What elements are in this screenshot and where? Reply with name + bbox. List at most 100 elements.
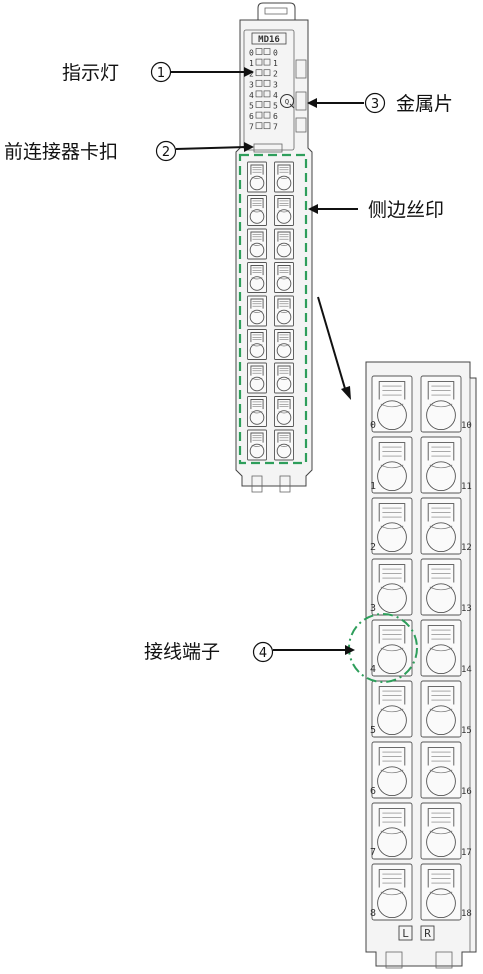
terminal-number-left: 5 bbox=[370, 725, 376, 736]
bottom-mark-l: L bbox=[402, 927, 409, 940]
terminal-number-left: 3 bbox=[370, 603, 376, 614]
callout-metal-sheet-label: 金属片 bbox=[396, 93, 453, 115]
terminal-cell bbox=[247, 161, 267, 193]
led-left-label: 1 bbox=[249, 59, 254, 68]
terminal-cell bbox=[247, 228, 267, 260]
led-square bbox=[255, 69, 263, 77]
terminal-number-right: 10 bbox=[461, 421, 472, 431]
terminal-number-right: 16 bbox=[461, 787, 472, 797]
terminal-number-right: 14 bbox=[461, 665, 472, 675]
terminal-cell bbox=[274, 262, 294, 293]
led-square bbox=[263, 101, 271, 108]
terminal-cell bbox=[247, 362, 267, 394]
terminal-number-left: 2 bbox=[370, 542, 376, 553]
terminal-cell bbox=[420, 558, 462, 616]
terminal-cell bbox=[247, 396, 267, 427]
terminal-cell bbox=[371, 863, 413, 921]
led-left-label: 3 bbox=[249, 80, 254, 89]
terminal-cell bbox=[371, 436, 413, 494]
terminal-cell bbox=[420, 680, 462, 738]
terminal-cell bbox=[274, 329, 294, 360]
terminal-cell bbox=[371, 375, 413, 433]
led-square bbox=[255, 90, 263, 98]
led-square bbox=[255, 101, 263, 108]
callout-front-clip: 前连接器卡扣 2 bbox=[4, 140, 254, 163]
terminal-cell bbox=[274, 362, 294, 394]
led-right-label: 2 bbox=[273, 70, 278, 79]
terminal-number-right: 15 bbox=[461, 726, 472, 736]
led-right-label: 4 bbox=[273, 91, 278, 100]
led-left-label: 5 bbox=[249, 102, 254, 111]
callout-metal-sheet-number: 3 bbox=[371, 97, 379, 112]
terminal-number-right: 12 bbox=[461, 543, 472, 553]
terminal-cell bbox=[371, 680, 413, 738]
terminal-number-right: 18 bbox=[461, 909, 472, 919]
terminal-cell bbox=[274, 228, 294, 260]
callout-terminal-label: 接线端子 bbox=[144, 641, 220, 663]
callout-side-print-label: 侧边丝印 bbox=[368, 199, 444, 221]
led-right-label: 1 bbox=[273, 59, 278, 68]
terminal-cell bbox=[247, 195, 267, 226]
terminal-number-left: 1 bbox=[370, 481, 376, 492]
terminal-cell bbox=[420, 436, 462, 494]
led-square bbox=[263, 58, 271, 66]
terminal-cell bbox=[420, 802, 462, 860]
led-right-label: 3 bbox=[273, 80, 278, 89]
terminal-cell bbox=[274, 195, 294, 226]
led-square bbox=[263, 69, 271, 77]
led-square bbox=[255, 122, 263, 130]
led-square bbox=[263, 90, 271, 98]
led-left-label: 6 bbox=[249, 112, 254, 121]
callout-front-clip-number: 2 bbox=[162, 145, 170, 160]
terminal-cell bbox=[274, 429, 294, 461]
zoom-arrow bbox=[317, 296, 351, 400]
terminal-cell bbox=[274, 161, 294, 193]
terminal-number-right: 11 bbox=[461, 482, 472, 492]
led-square bbox=[255, 48, 263, 55]
terminal-cell bbox=[420, 741, 462, 799]
terminal-number-left: 4 bbox=[370, 664, 376, 675]
terminal-number-right: 17 bbox=[461, 848, 472, 858]
led-right-label: 0 bbox=[273, 49, 278, 58]
terminal-number-right: 13 bbox=[461, 604, 472, 614]
terminal-cell bbox=[247, 429, 267, 461]
led-left-label: 7 bbox=[249, 123, 254, 132]
led-right-label: 7 bbox=[273, 123, 278, 132]
led-left-label: 2 bbox=[249, 70, 254, 79]
terminal-cell bbox=[420, 863, 462, 921]
callout-indicator: 指示灯 1 bbox=[62, 61, 254, 84]
led-left-label: 4 bbox=[249, 91, 254, 100]
led-right-label: 6 bbox=[273, 112, 278, 121]
terminal-cell bbox=[371, 558, 413, 616]
led-square bbox=[255, 111, 263, 119]
callout-metal-sheet: 3 金属片 bbox=[307, 92, 453, 115]
led-square bbox=[263, 111, 271, 119]
terminal-number-left: 0 bbox=[370, 420, 376, 431]
terminal-cell bbox=[371, 619, 413, 677]
callout-front-clip-label: 前连接器卡扣 bbox=[4, 141, 118, 163]
terminal-cell bbox=[247, 295, 267, 327]
side-print-highlight bbox=[238, 153, 308, 465]
callout-terminal: 接线端子 4 bbox=[144, 641, 355, 663]
callout-terminal-number: 4 bbox=[259, 646, 267, 661]
led-left-label: 0 bbox=[249, 49, 254, 58]
terminal-cell bbox=[371, 741, 413, 799]
metal-q-mark: Q bbox=[285, 98, 289, 106]
terminal-cell bbox=[371, 497, 413, 555]
led-square bbox=[255, 58, 263, 66]
terminal-cell bbox=[420, 619, 462, 677]
led-square bbox=[263, 79, 271, 87]
terminal-number-left: 6 bbox=[370, 786, 376, 797]
terminal-cell bbox=[247, 262, 267, 293]
terminal-cell bbox=[274, 295, 294, 327]
led-square bbox=[255, 79, 263, 87]
model-label: MD16 bbox=[258, 35, 280, 45]
led-right-label: 5 bbox=[273, 102, 278, 111]
led-square bbox=[263, 48, 271, 55]
terminal-cell bbox=[371, 802, 413, 860]
led-square bbox=[263, 122, 271, 130]
callout-indicator-label: 指示灯 bbox=[62, 62, 119, 84]
